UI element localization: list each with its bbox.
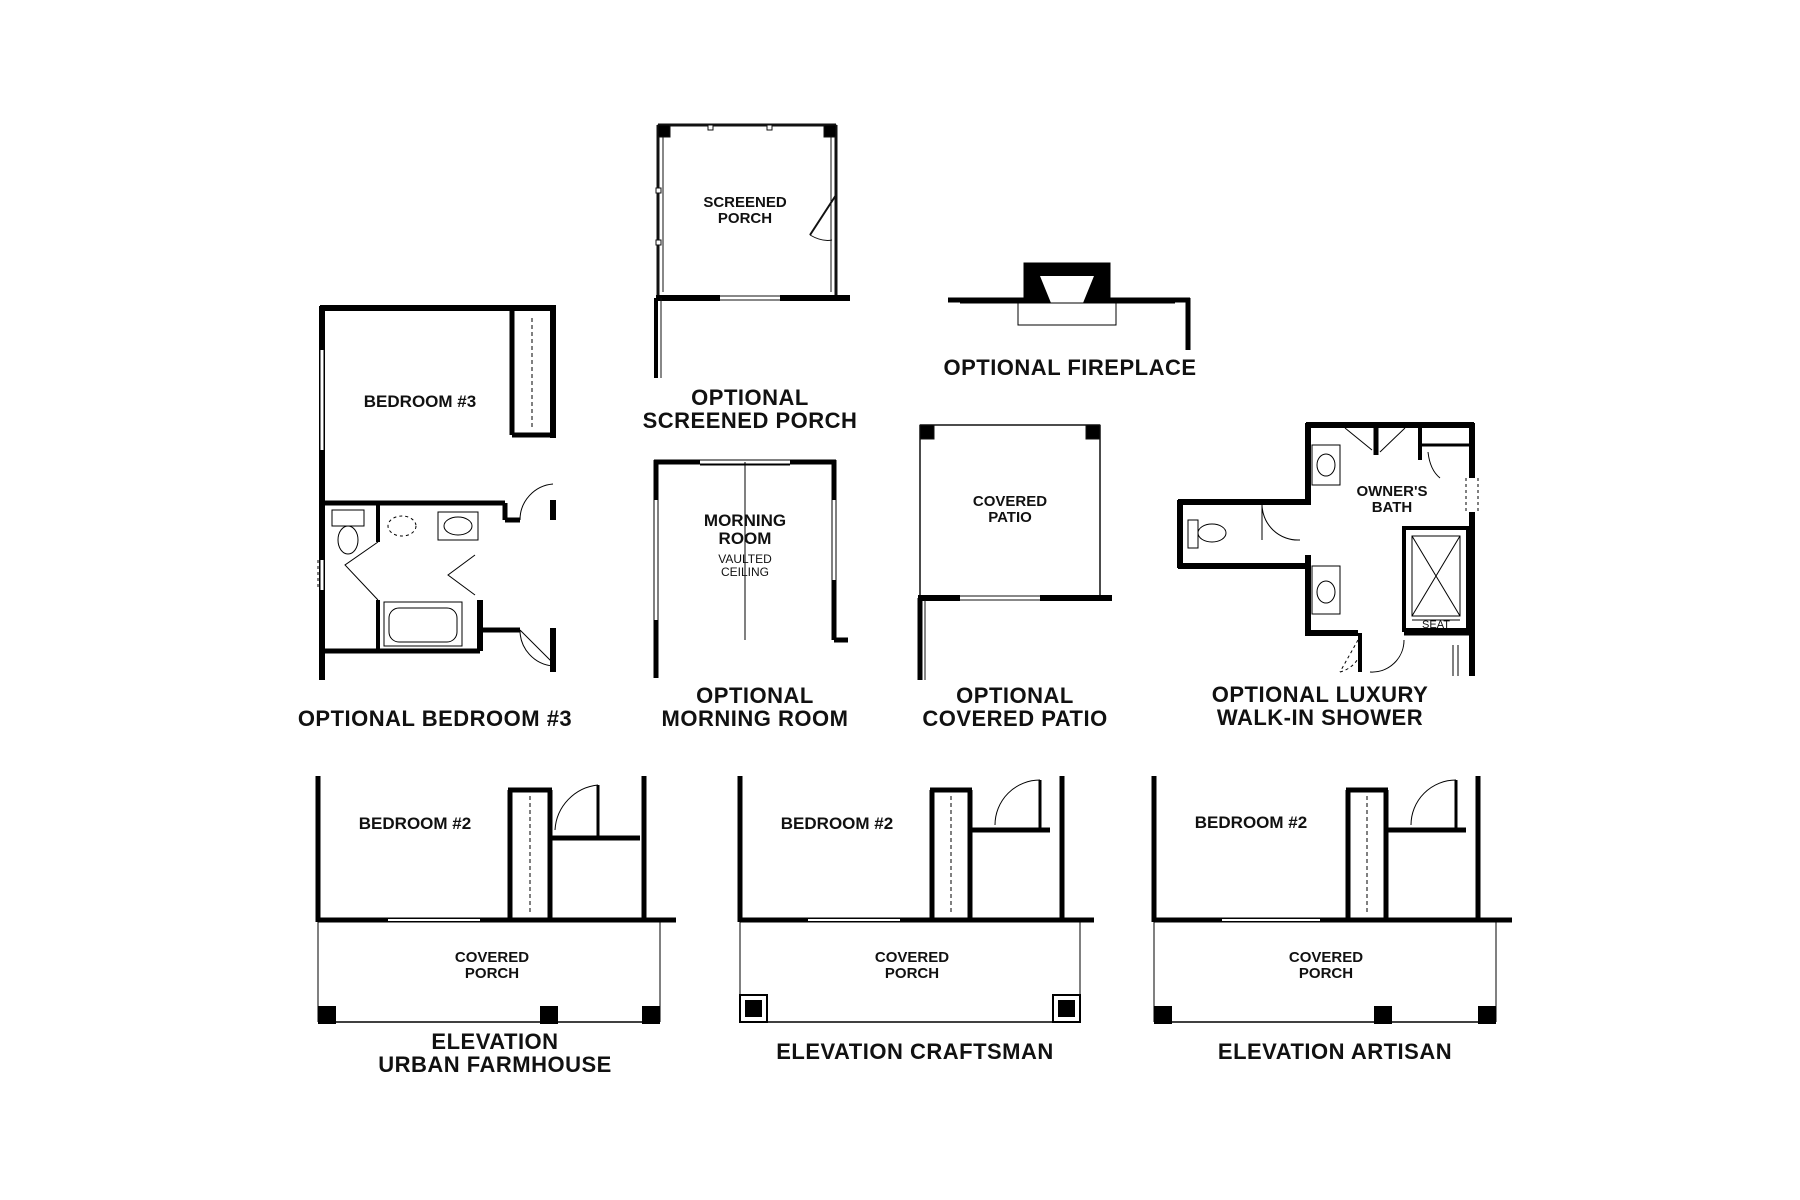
covered-patio-caption: OPTIONAL COVERED PATIO (890, 684, 1140, 730)
elevation3-porch-line2: PORCH (1298, 964, 1354, 982)
luxury-shower-plan (1177, 422, 1479, 676)
covered-patio-plan (917, 424, 1112, 680)
elevation1-porch-line2: PORCH (464, 964, 520, 982)
fireplace-caption: OPTIONAL FIREPLACE (943, 355, 1197, 380)
luxury-shower-caption-line2: WALK-IN SHOWER (1216, 705, 1424, 731)
screened-porch-room-line1: SCREENED (703, 194, 787, 211)
luxury-shower-caption: OPTIONAL LUXURY WALK-IN SHOWER (1200, 683, 1440, 729)
screened-porch-room-label: SCREENED PORCH (690, 195, 800, 227)
shower-seat-label: SEAT (1422, 619, 1450, 631)
covered-patio-room-line2: PATIO (988, 508, 1032, 526)
morning-room-line1: MORNING (703, 511, 787, 530)
elevation1-caption-line2: URBAN FARMHOUSE (378, 1052, 612, 1078)
screened-porch-room-line2: PORCH (717, 209, 773, 227)
morning-room-note-line1: VAULTED (718, 552, 772, 566)
elevation3-porch-line1: COVERED (1288, 949, 1364, 966)
screened-porch-caption-line1: OPTIONAL (691, 385, 809, 410)
elevation-urban-farmhouse-plan (315, 776, 676, 1024)
morning-room-caption-line1: OPTIONAL (696, 683, 814, 708)
fireplace-plan (948, 262, 1191, 350)
elevation2-bedroom-label: BEDROOM #2 (780, 814, 894, 833)
elevation2-porch-line2: PORCH (884, 964, 940, 982)
luxury-shower-caption-line1: OPTIONAL LUXURY (1211, 682, 1429, 707)
elevation2-porch-line1: COVERED (874, 949, 950, 966)
morning-room-caption-line2: MORNING ROOM (661, 706, 849, 732)
elevation1-porch-label: COVERED PORCH (432, 950, 552, 982)
elevation-craftsman-plan (737, 776, 1094, 1023)
morning-room-plan (653, 459, 848, 678)
elevation1-bedroom-label: BEDROOM #2 (358, 814, 472, 833)
elevation2-porch-label: COVERED PORCH (852, 950, 972, 982)
owners-bath-label: OWNER'S BATH (1350, 484, 1434, 516)
elevation3-caption: ELEVATION ARTISAN (1217, 1039, 1453, 1064)
bedroom3-caption: OPTIONAL BEDROOM #3 (297, 706, 573, 731)
screened-porch-plan (654, 123, 850, 378)
covered-patio-caption-line1: OPTIONAL (956, 683, 1074, 708)
elevation1-porch-line1: COVERED (454, 949, 530, 966)
morning-room-note-line2: CEILING (720, 564, 769, 579)
covered-patio-room-label: COVERED PATIO (950, 494, 1070, 526)
morning-room-line2: ROOM (718, 528, 772, 548)
covered-patio-room-line1: COVERED (972, 493, 1048, 510)
morning-room-note: VAULTED CEILING (690, 553, 800, 578)
screened-porch-caption: OPTIONAL SCREENED PORCH (620, 386, 880, 432)
elevation3-bedroom-label: BEDROOM #2 (1194, 813, 1308, 832)
owners-bath-line1: OWNER'S (1356, 483, 1428, 500)
bedroom3-room-label: BEDROOM #3 (363, 392, 477, 411)
morning-room-caption: OPTIONAL MORNING ROOM (630, 684, 880, 730)
elevation-artisan-plan (1151, 776, 1512, 1024)
morning-room-label: MORNING ROOM (680, 512, 810, 548)
elevation3-porch-label: COVERED PORCH (1266, 950, 1386, 982)
covered-patio-caption-line2: COVERED PATIO (922, 706, 1108, 732)
owners-bath-line2: BATH (1371, 498, 1413, 516)
elevation1-caption-line1: ELEVATION (431, 1029, 559, 1054)
elevation1-caption: ELEVATION URBAN FARMHOUSE (360, 1030, 630, 1076)
elevation2-caption: ELEVATION CRAFTSMAN (776, 1039, 1054, 1064)
screened-porch-caption-line2: SCREENED PORCH (642, 408, 858, 434)
bedroom3-plan (317, 305, 556, 680)
